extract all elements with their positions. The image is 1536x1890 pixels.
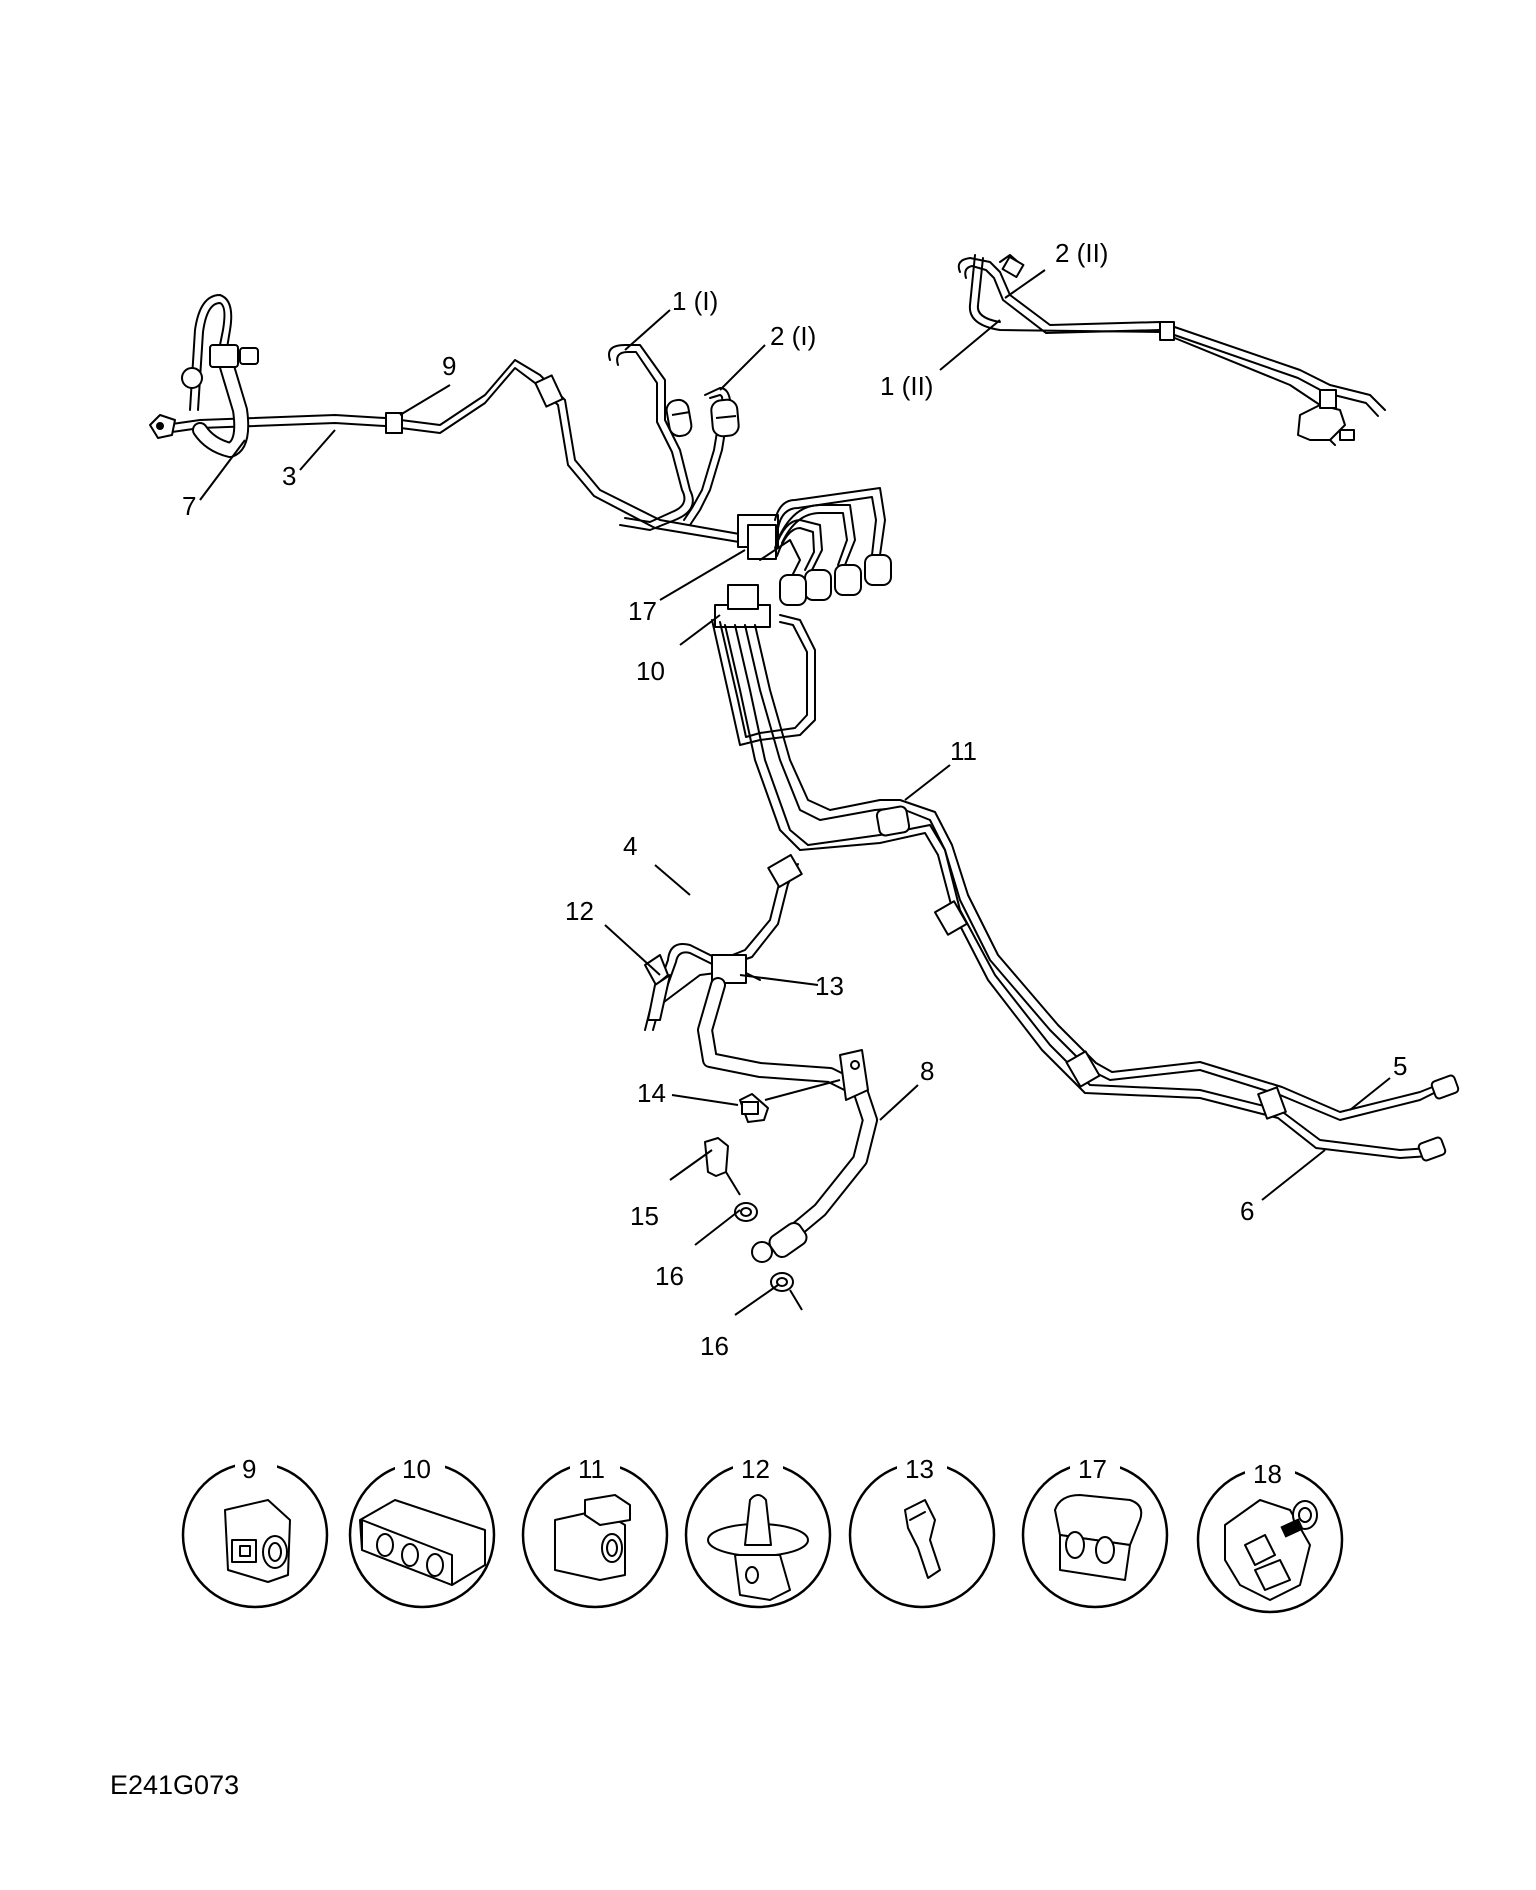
detail-label-9: 9 — [242, 1454, 256, 1484]
callout-10: 10 — [636, 656, 665, 686]
detail-label-18: 18 — [1253, 1459, 1282, 1489]
callout-13: 13 — [815, 971, 844, 1001]
callout-17: 17 — [628, 596, 657, 626]
detail-clip-18: 18 — [1196, 1459, 1344, 1614]
detail-clip-17: 17 — [1021, 1454, 1169, 1609]
callout-14: 14 — [637, 1078, 666, 1108]
detail-label-12: 12 — [741, 1454, 770, 1484]
callout-2-I: 2 (I) — [770, 321, 816, 351]
pipe-3-assembly — [149, 294, 746, 544]
pipe-4-hose-8-assembly — [644, 853, 878, 1263]
detail-circles: 9 10 11 — [181, 1454, 1344, 1614]
pipes-1-2-II — [957, 254, 1386, 446]
detail-label-13: 13 — [905, 1454, 934, 1484]
callout-4: 4 — [623, 831, 637, 861]
callout-5: 5 — [1393, 1051, 1407, 1081]
detail-clip-10: 10 — [348, 1454, 496, 1609]
detail-label-17: 17 — [1078, 1454, 1107, 1484]
detail-clip-11: 11 — [521, 1454, 669, 1609]
callout-1-I: 1 (I) — [672, 286, 718, 316]
callout-16-b: 16 — [700, 1331, 729, 1361]
callout-16-a: 16 — [655, 1261, 684, 1291]
detail-label-11: 11 — [578, 1454, 605, 1484]
main-pipe-bundle — [608, 344, 901, 851]
callout-6: 6 — [1240, 1196, 1254, 1226]
callout-11: 11 — [950, 736, 977, 766]
detail-clip-12: 12 — [684, 1454, 832, 1609]
callout-9: 9 — [442, 351, 456, 381]
callout-labels: 1 (I) 2 (I) 1 (II) 2 (II) 3 4 5 6 7 8 9 … — [182, 238, 1407, 1361]
callout-8: 8 — [920, 1056, 934, 1086]
detail-label-10: 10 — [402, 1454, 431, 1484]
pipe-5-6-run — [799, 799, 1460, 1162]
figure-reference-code: E241G073 — [110, 1770, 240, 1800]
loose-parts — [704, 1079, 841, 1311]
leader-lines — [199, 269, 1391, 1316]
detail-clip-13: 13 — [848, 1454, 996, 1609]
callout-7: 7 — [182, 491, 196, 521]
callout-12: 12 — [565, 896, 594, 926]
callout-2-II: 2 (II) — [1055, 238, 1108, 268]
callout-15: 15 — [630, 1201, 659, 1231]
callout-3: 3 — [282, 461, 296, 491]
callout-1-II: 1 (II) — [880, 371, 933, 401]
detail-clip-9: 9 — [181, 1454, 329, 1609]
